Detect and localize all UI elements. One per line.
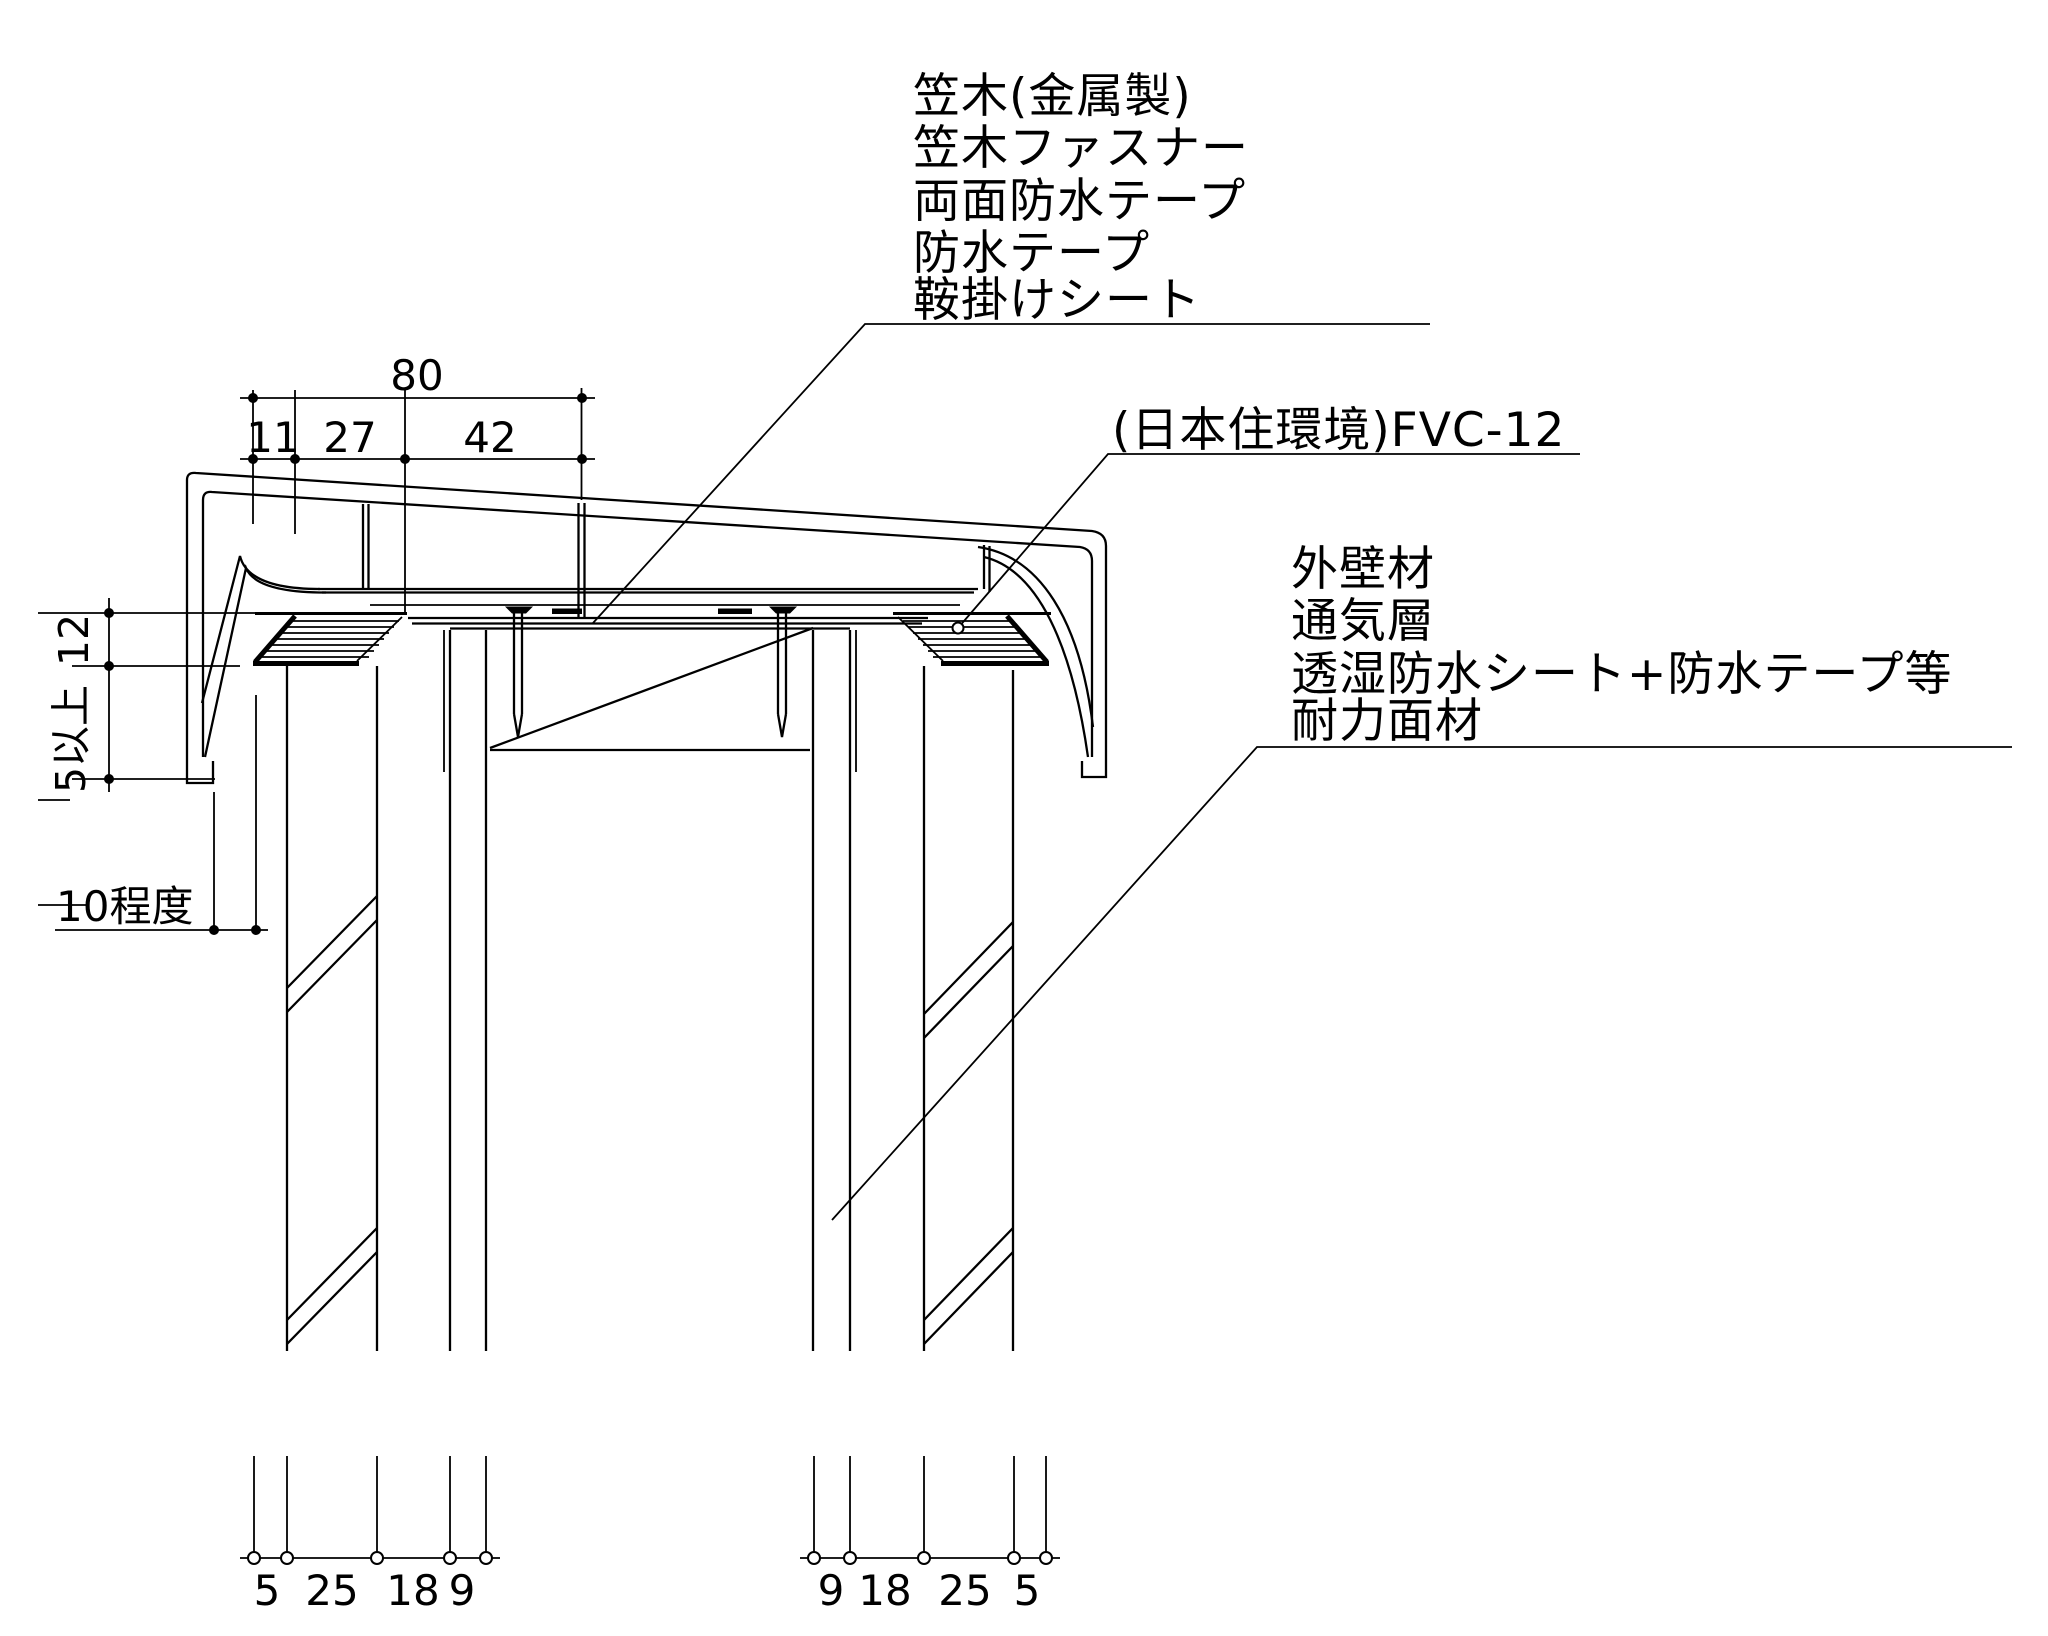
label-cap-metal: 笠木(金属製) [913,69,1192,124]
break-marks [286,895,1014,1345]
label-vent-layer: 通気層 [1291,594,1435,649]
label-breathable-sheet: 透湿防水シート+防水テープ等 [1291,647,1953,702]
vent-right-hatch [903,620,1042,658]
leader-wall-layers [831,746,2012,1221]
dimension-bottom-left: 5 25 18 9 [240,1456,500,1615]
dim-value-clearance: 10程度 [56,882,193,931]
dim-br-9: 9 [818,1566,845,1615]
leader-fvc12-marker [951,621,965,635]
dimension-top: 80 11 27 42 [240,351,595,613]
nail-left [505,606,533,738]
label-cap-fastener: 笠木ファスナー [913,121,1249,176]
sheet-left-drop-b [203,564,327,758]
leader-lines [592,323,2012,1221]
label-saddle-sheet: 鞍掛けシート [913,273,1201,328]
dim-value-5min: 5以上 [47,685,95,793]
label-siding: 外壁材 [1291,542,1435,597]
dim-bl-9: 9 [449,1566,476,1615]
sheet-right-drop-a [977,545,1095,728]
cap-outer-profile [185,471,1108,785]
dim-value-11: 11 [246,413,299,462]
dim-value-27: 27 [323,413,376,462]
vent-part-left [253,614,403,666]
wall-layers [213,626,1015,1351]
label-double-sided-tape: 両面防水テープ [913,174,1246,229]
blocking-diagonal [489,626,814,750]
saddle-sheet [200,545,1095,758]
nail-right [769,606,797,738]
dimension-left: 12 5以上 10程度 [38,598,283,935]
dim-br-18: 18 [858,1566,911,1615]
sheet-left-drop-a [200,555,321,704]
dim-value-12: 12 [50,614,98,666]
leader-fvc12 [957,453,1580,629]
metal-cap-outline [185,471,1108,785]
dim-br-25: 25 [938,1566,991,1615]
dim-br-5: 5 [1014,1566,1041,1615]
layer-lines [255,604,1051,630]
callout-block-top: 笠木(金属製) 笠木ファスナー 両面防水テープ 防水テープ 鞍掛けシート [913,69,1249,328]
dimension-bottom-right: 9 18 25 5 [800,1456,1060,1615]
double-tape-strip-left [552,608,582,614]
fixing-nails [505,606,797,738]
label-waterproof-tape: 防水テープ [913,226,1150,281]
sheet-right-drop-b [983,555,1090,758]
dim-bl-25: 25 [305,1566,358,1615]
dim-bl-18: 18 [386,1566,439,1615]
cap-inner-profile [201,490,1094,757]
label-fvc12-product: (日本住環境)FVC-12 [1112,403,1565,458]
label-structural-panel: 耐力面材 [1291,694,1483,749]
dim-bl-5: 5 [254,1566,281,1615]
vent-left-hatch [260,620,399,658]
callout-block-right: 外壁材 通気層 透湿防水シート+防水テープ等 耐力面材 [1291,542,1953,749]
dim-value-42: 42 [463,413,516,462]
leader-cap-layers [592,323,1430,624]
double-tape-strip-right [718,608,752,614]
dim-value-80: 80 [390,351,443,400]
